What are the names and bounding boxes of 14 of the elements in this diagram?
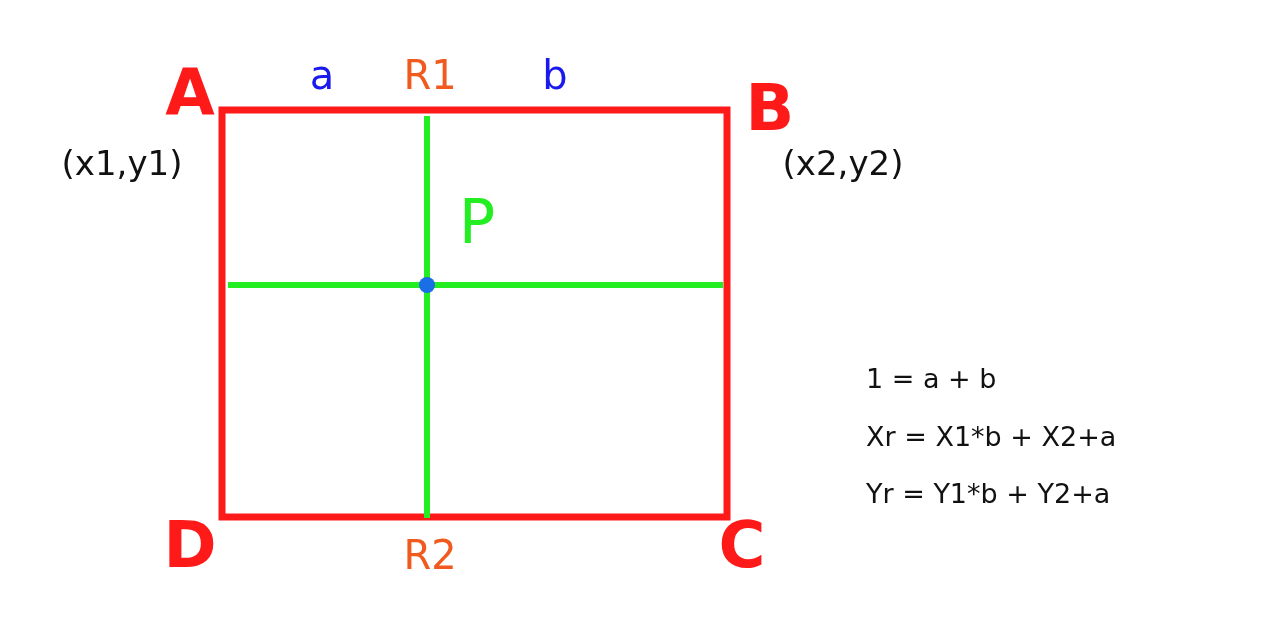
corner-label: D (163, 513, 217, 577)
corner-label: B (745, 76, 795, 140)
corner-label: A (165, 61, 215, 125)
point-label: R1 (403, 55, 457, 95)
formula-text: Yr = Y1*b + Y2+a (866, 479, 1111, 507)
formula-text: 1 = a + b (866, 364, 997, 392)
segment-label: b (542, 55, 568, 95)
formula-text: Xr = X1*b + X2+a (866, 422, 1117, 450)
segment-label: a (309, 55, 335, 95)
coordinate-label: (x2,y2) (782, 146, 904, 180)
point-label: R2 (403, 535, 457, 575)
point-label: P (458, 192, 496, 252)
coordinate-label: (x1,y1) (61, 146, 183, 180)
corner-label: C (718, 513, 766, 577)
